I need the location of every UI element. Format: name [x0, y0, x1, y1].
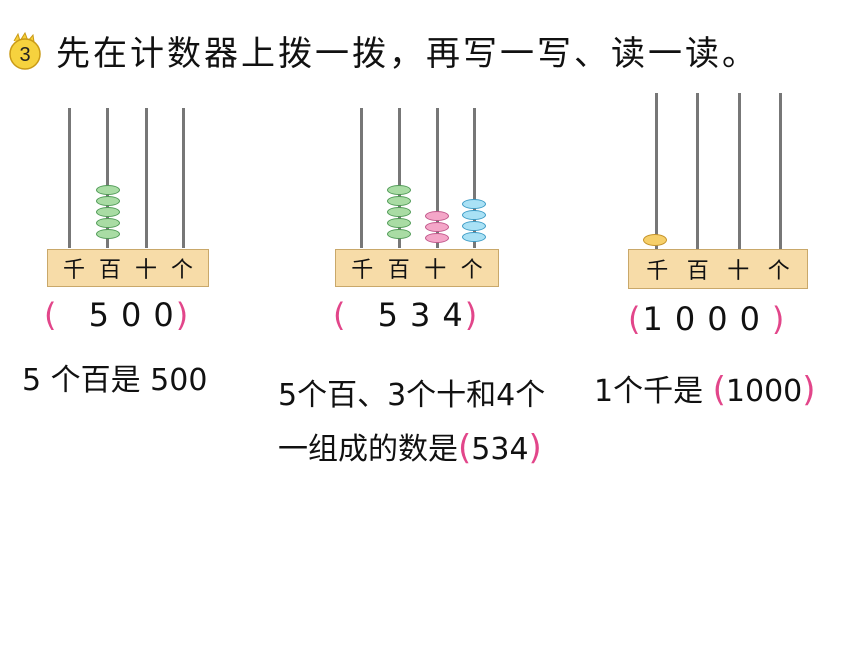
rod-tens	[145, 108, 148, 248]
label-thousands: 千	[62, 258, 85, 283]
answer-close-paren: )	[175, 296, 189, 334]
answer-value[interactable]: 500	[88, 296, 186, 334]
label-ones: 个	[460, 258, 483, 283]
bead	[387, 207, 411, 217]
answer-close-paren: )	[464, 296, 478, 334]
bead	[462, 210, 486, 220]
rod-thousands	[655, 93, 658, 249]
statement-534-line1: 5个百、3个十和4个	[278, 378, 546, 413]
answer-open-paren: (	[628, 300, 641, 338]
answer-500: ( 500)	[44, 296, 188, 334]
place-value-frame: 千 百 十 个	[47, 249, 209, 287]
statement-open-paren: (	[458, 428, 472, 468]
statement-value[interactable]: 1000	[725, 374, 803, 409]
rod-thousands	[360, 108, 363, 248]
bead	[387, 218, 411, 228]
problem-number: 3	[19, 44, 30, 66]
answer-open-paren: (	[44, 296, 57, 334]
statement-500: 5 个百是 500	[22, 363, 208, 398]
statement-close-paren: )	[802, 370, 816, 410]
abacus-500: 千 百 十 个	[47, 108, 209, 288]
answer-value[interactable]: 534	[377, 296, 475, 334]
statement-value[interactable]: 534	[471, 432, 529, 467]
place-value-frame: 千 百 十 个	[628, 249, 808, 289]
statement-prefix: 1个千是	[594, 374, 704, 409]
label-tens: 十	[134, 258, 157, 283]
answer-open-paren: (	[333, 296, 346, 334]
bead	[387, 229, 411, 239]
label-thousands: 千	[351, 258, 374, 283]
statement-close-paren: )	[528, 428, 542, 468]
bead	[96, 196, 120, 206]
bead	[387, 185, 411, 195]
rod-ones	[473, 108, 476, 248]
rod-thousands	[68, 108, 71, 248]
bead	[425, 222, 449, 232]
abacus-534: 千 百 十 个	[335, 108, 499, 288]
bead	[462, 221, 486, 231]
label-ones: 个	[767, 259, 790, 284]
label-tens: 十	[727, 259, 750, 284]
rod-hundreds	[398, 108, 401, 248]
label-tens: 十	[424, 258, 447, 283]
label-hundreds: 百	[98, 258, 121, 283]
answer-534: ( 534)	[333, 296, 477, 334]
place-value-frame: 千 百 十 个	[335, 249, 499, 287]
bead	[462, 232, 486, 242]
statement-prefix: 一组成的数是	[278, 432, 458, 467]
problem-number-badge: 3	[6, 31, 44, 70]
label-ones: 个	[170, 258, 193, 283]
chick-number-icon: 3	[9, 31, 41, 70]
rod-tens	[738, 93, 741, 249]
abacus-1000: 千 百 十 个	[628, 93, 808, 289]
rod-ones	[779, 93, 782, 249]
bead	[96, 207, 120, 217]
label-thousands: 千	[646, 259, 669, 284]
bead	[462, 199, 486, 209]
rod-ones	[182, 108, 185, 248]
statement-534-line2: 一组成的数是(534)	[278, 424, 542, 468]
label-hundreds: 百	[686, 259, 709, 284]
statement-1000: 1个千是 (1000)	[594, 366, 816, 410]
statement-open-paren: (	[712, 370, 726, 410]
label-hundreds: 百	[387, 258, 410, 283]
rod-hundreds	[696, 93, 699, 249]
rod-tens	[436, 108, 439, 248]
bead	[96, 185, 120, 195]
bead	[387, 196, 411, 206]
bead	[425, 211, 449, 221]
rod-hundreds	[106, 108, 109, 248]
problem-title: 先在计数器上拨一拨，再写一写、读一读。	[56, 34, 759, 74]
answer-value[interactable]: 1000	[642, 300, 772, 338]
answer-close-paren: )	[771, 300, 785, 338]
bead	[96, 229, 120, 239]
answer-1000: (1000)	[628, 300, 784, 338]
bead	[643, 234, 667, 246]
bead	[96, 218, 120, 228]
bead	[425, 233, 449, 243]
